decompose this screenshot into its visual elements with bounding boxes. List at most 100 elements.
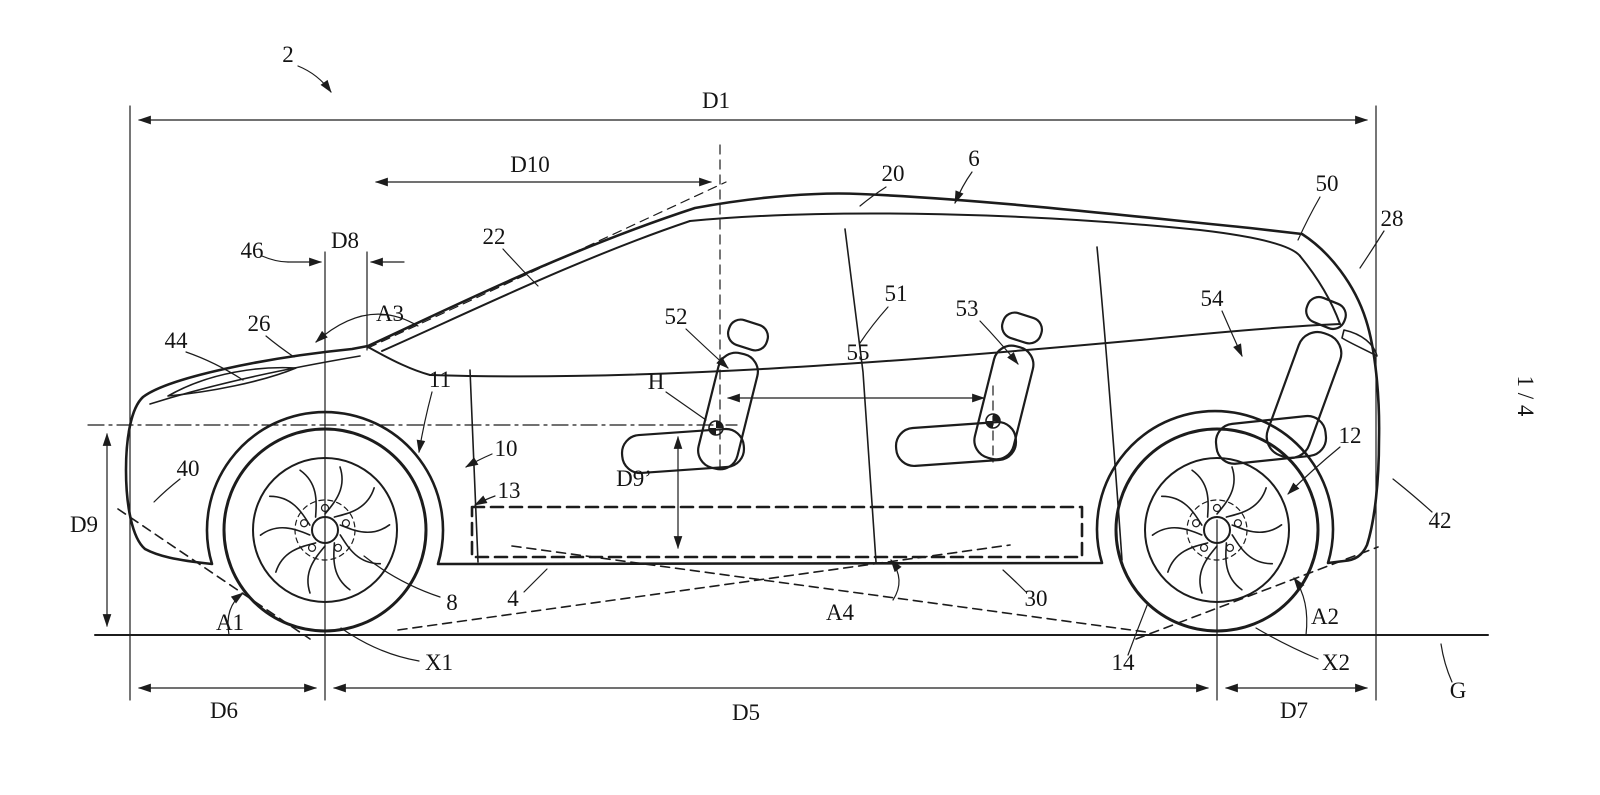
label-a3: A3 — [376, 301, 404, 326]
breakover-line-front — [397, 544, 1011, 631]
leader-x1 — [340, 627, 420, 662]
page-indicator: 1 / 4 — [1513, 376, 1538, 417]
rear-pillar-line — [1299, 255, 1341, 325]
label-x2: X2 — [1322, 650, 1350, 675]
leader-6 — [954, 171, 973, 204]
label-a1: A1 — [216, 610, 244, 635]
label-a4: A4 — [826, 600, 855, 625]
label-g: G — [1450, 678, 1467, 703]
label-20: 20 — [882, 161, 905, 186]
leader-44 — [185, 351, 244, 381]
tail-lamp-lens — [1341, 329, 1378, 357]
a4-arc — [890, 559, 902, 601]
leader-30 — [1002, 569, 1027, 593]
label-14: 14 — [1112, 650, 1136, 675]
label-d8: D8 — [331, 228, 359, 253]
label-d1: D1 — [702, 88, 730, 113]
label-44: 44 — [165, 328, 189, 353]
label-54: 54 — [1201, 286, 1225, 311]
leader-42 — [1392, 478, 1433, 513]
leader-fig-ref — [297, 65, 332, 93]
leader-22 — [502, 248, 539, 287]
label-d6: D6 — [210, 698, 238, 723]
leader-54 — [1221, 310, 1243, 357]
angle-arcs — [227, 313, 1308, 636]
leader-51 — [859, 306, 889, 344]
leader-14 — [1127, 602, 1149, 656]
dimension-lines — [102, 115, 1369, 693]
label-22: 22 — [483, 224, 506, 249]
label-53: 53 — [956, 296, 979, 321]
approach-angle-line — [117, 508, 311, 640]
second-row-seat-outline — [894, 311, 1044, 468]
leader-46 — [261, 255, 289, 263]
roof-inner-line — [689, 212, 1301, 257]
belt-line — [429, 323, 1341, 378]
leader-11 — [416, 391, 433, 454]
leader-52 — [685, 328, 729, 369]
leader-53 — [979, 320, 1019, 365]
label-12: 12 — [1339, 423, 1362, 448]
leader-20 — [859, 186, 887, 207]
labels: 2 D1 D10 D8 46 A3 44 26 22 20 6 50 28 52… — [70, 42, 1538, 725]
leader-10 — [465, 453, 493, 468]
label-d7: D7 — [1280, 698, 1308, 723]
label-40: 40 — [177, 456, 200, 481]
label-30: 30 — [1025, 586, 1048, 611]
front-h-point-marker — [708, 420, 724, 436]
label-4: 4 — [507, 586, 519, 611]
leader-13 — [474, 495, 496, 506]
label-6: 6 — [968, 146, 980, 171]
leader-40 — [153, 478, 181, 503]
front-seat-outline — [620, 318, 770, 475]
a2-arc — [1293, 577, 1308, 636]
leader-4 — [523, 568, 548, 593]
label-8: 8 — [446, 590, 458, 615]
label-x1: X1 — [425, 650, 453, 675]
breakover-line-rear — [511, 545, 1147, 633]
label-d10: D10 — [510, 152, 550, 177]
leader-x2 — [1255, 627, 1319, 660]
hood-line — [149, 355, 361, 405]
label-26: 26 — [248, 311, 271, 336]
label-11: 11 — [429, 367, 451, 392]
rear-h-point-marker — [985, 413, 1001, 429]
battery-pack-dashed-box — [470, 505, 1084, 559]
label-a2: A2 — [1311, 604, 1339, 629]
windshield-extension-line — [367, 181, 727, 349]
label-d5: D5 — [732, 700, 760, 725]
a1-arc — [227, 592, 244, 636]
label-55: 55 — [847, 340, 870, 365]
label-28: 28 — [1381, 206, 1404, 231]
departure-angle-line — [1135, 546, 1379, 640]
a3-arc — [315, 313, 419, 343]
b-pillar-seam — [844, 228, 877, 563]
label-13: 13 — [498, 478, 521, 503]
label-fig-ref: 2 — [282, 42, 294, 67]
label-52: 52 — [665, 304, 688, 329]
leader-12 — [1287, 446, 1341, 495]
rear-seat-outline — [1214, 295, 1347, 465]
leader-lines — [153, 65, 1453, 683]
leader-50 — [1297, 196, 1321, 241]
car-body-outline — [124, 192, 1381, 566]
leader-28 — [1359, 230, 1385, 269]
leader-26 — [265, 335, 295, 358]
label-d9: D9 — [70, 512, 98, 537]
label-h: H — [648, 369, 665, 394]
leader-g — [1440, 643, 1453, 683]
leader-h — [665, 391, 707, 421]
label-10: 10 — [495, 436, 518, 461]
leader-8 — [363, 555, 441, 598]
label-42: 42 — [1429, 508, 1452, 533]
construction-lines — [87, 105, 1489, 701]
label-51: 51 — [885, 281, 908, 306]
cowl-line — [367, 346, 431, 376]
label-50: 50 — [1316, 171, 1339, 196]
label-d9-prime: D9’ — [616, 466, 652, 491]
label-46: 46 — [241, 238, 264, 263]
windshield-inner-line — [381, 220, 691, 352]
c-pillar-seam — [1096, 246, 1123, 561]
